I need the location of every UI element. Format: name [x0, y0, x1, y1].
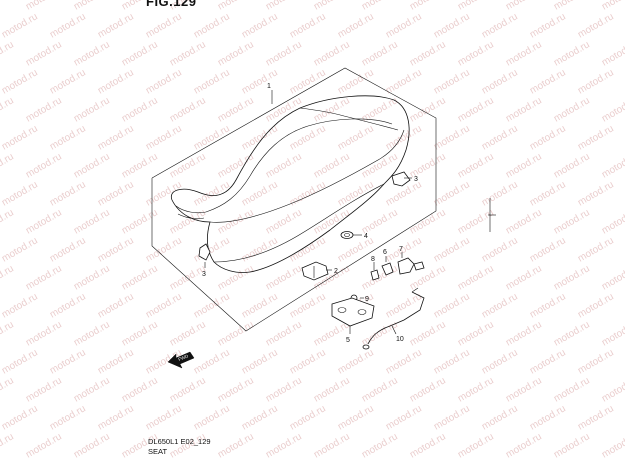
callout-3-lower: 3: [202, 271, 206, 278]
part-5-seat-lock-plate: [331, 297, 375, 327]
part-7-seat-lock: [397, 257, 425, 275]
callout-9: 9: [365, 296, 369, 303]
callout-4: 4: [364, 233, 368, 240]
callout-5: 5: [346, 337, 350, 344]
part-3-upper-bracket: [391, 171, 411, 187]
callout-6: 6: [383, 249, 387, 256]
part-6-lock-holder: [381, 262, 394, 276]
leader-lines: [204, 90, 412, 335]
figure-code: DL650L1 E02_129: [148, 437, 211, 446]
front-direction-arrow: FWD: [167, 351, 195, 369]
figure-title: FIG.129: [146, 0, 197, 9]
part-8-washer: [370, 269, 380, 281]
callout-8: 8: [371, 256, 375, 263]
figure-name: SEAT: [148, 447, 168, 456]
page-edge-mark: [488, 198, 496, 232]
callout-7: 7: [399, 246, 403, 253]
callout-2: 2: [334, 268, 338, 275]
callout-1: 1: [267, 83, 271, 90]
callout-10: 10: [396, 336, 404, 343]
part-3-lower-bracket: [198, 243, 211, 261]
part-2-seat-bracket: [301, 261, 329, 281]
part-4-cushion-rubber: [340, 231, 354, 239]
front-arrow-label: FWD: [178, 353, 190, 362]
seat-cushion: [170, 95, 410, 273]
callout-labels: 1 3 3 4 2 5 6 7 8 9 10: [202, 83, 418, 344]
part-10-lock-cable: [362, 287, 425, 350]
assembly-outline: [151, 67, 437, 332]
callout-3-upper: 3: [414, 176, 418, 183]
